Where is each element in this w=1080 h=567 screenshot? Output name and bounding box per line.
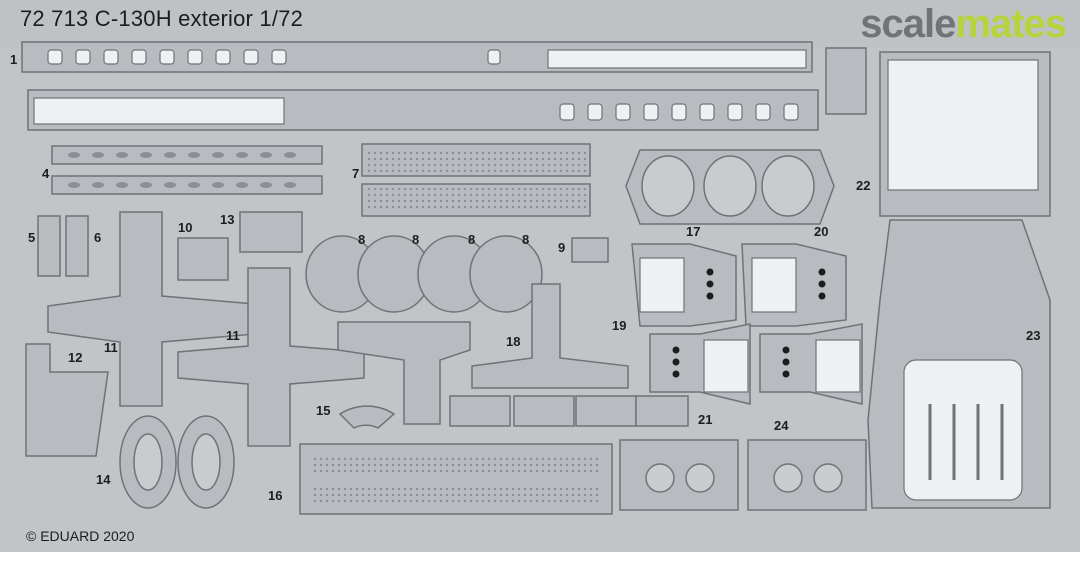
part-8-d — [469, 235, 543, 313]
part-number-14: 14 — [96, 472, 111, 487]
part-number-18: 18 — [506, 334, 521, 349]
part-number-15: 15 — [316, 403, 331, 418]
part-number-5: 5 — [28, 230, 36, 245]
part-10 — [177, 237, 229, 281]
part-18-t-left — [337, 321, 471, 425]
part-13 — [239, 211, 303, 253]
part-number-1: 1 — [10, 52, 18, 67]
part-number-8a: 8 — [358, 232, 366, 247]
part-number-11b: 11 — [226, 328, 240, 343]
part-4-upper — [51, 145, 323, 165]
part-15 — [338, 405, 396, 429]
part-number-10: 10 — [178, 220, 193, 235]
part-number-17: 17 — [686, 224, 701, 239]
part-number-19: 19 — [612, 318, 627, 333]
part-number-24: 24 — [774, 418, 789, 433]
part-12 — [25, 343, 109, 457]
part-number-8d: 8 — [522, 232, 530, 247]
scalemates-logo: scalemates — [860, 2, 1067, 47]
part-number-6: 6 — [94, 230, 102, 245]
product-title: 72 713 C-130H exterior 1/72 — [20, 6, 304, 31]
part-21-b — [513, 395, 575, 427]
part-5 — [37, 215, 61, 277]
part-21-d — [635, 395, 689, 427]
part-24-left — [619, 439, 739, 511]
part-4-lower — [51, 175, 323, 195]
part-number-12: 12 — [68, 350, 83, 365]
part-number-11a: 11 — [104, 340, 118, 355]
part-number-20: 20 — [814, 224, 829, 239]
part-number-22: 22 — [856, 178, 871, 193]
part-number-9: 9 — [558, 240, 566, 255]
copyright-notice: © EDUARD 2020 — [26, 528, 135, 544]
part-number-7: 7 — [352, 166, 360, 181]
part-24-right — [747, 439, 867, 511]
logo-part-2: mates — [955, 2, 1067, 46]
part-number-23: 23 — [1026, 328, 1041, 343]
title-bar — [0, 0, 1080, 48]
part-11-left — [47, 211, 279, 407]
part-number-8b: 8 — [412, 232, 420, 247]
part-18-y-right — [471, 283, 629, 389]
part-21-a — [449, 395, 511, 427]
part-number-13: 13 — [220, 212, 235, 227]
part-21-c — [575, 395, 637, 427]
part-top-right-small — [825, 47, 867, 115]
bottom-band — [0, 552, 1080, 567]
logo-part-1: scale — [860, 2, 956, 46]
part-6 — [65, 215, 89, 277]
part-9 — [571, 237, 609, 263]
part-number-4: 4 — [42, 166, 50, 181]
part-11-right — [177, 267, 365, 447]
part-number-21: 21 — [698, 412, 713, 427]
part-number-16: 16 — [268, 488, 283, 503]
part-16 — [299, 443, 613, 515]
part-number-8c: 8 — [468, 232, 476, 247]
